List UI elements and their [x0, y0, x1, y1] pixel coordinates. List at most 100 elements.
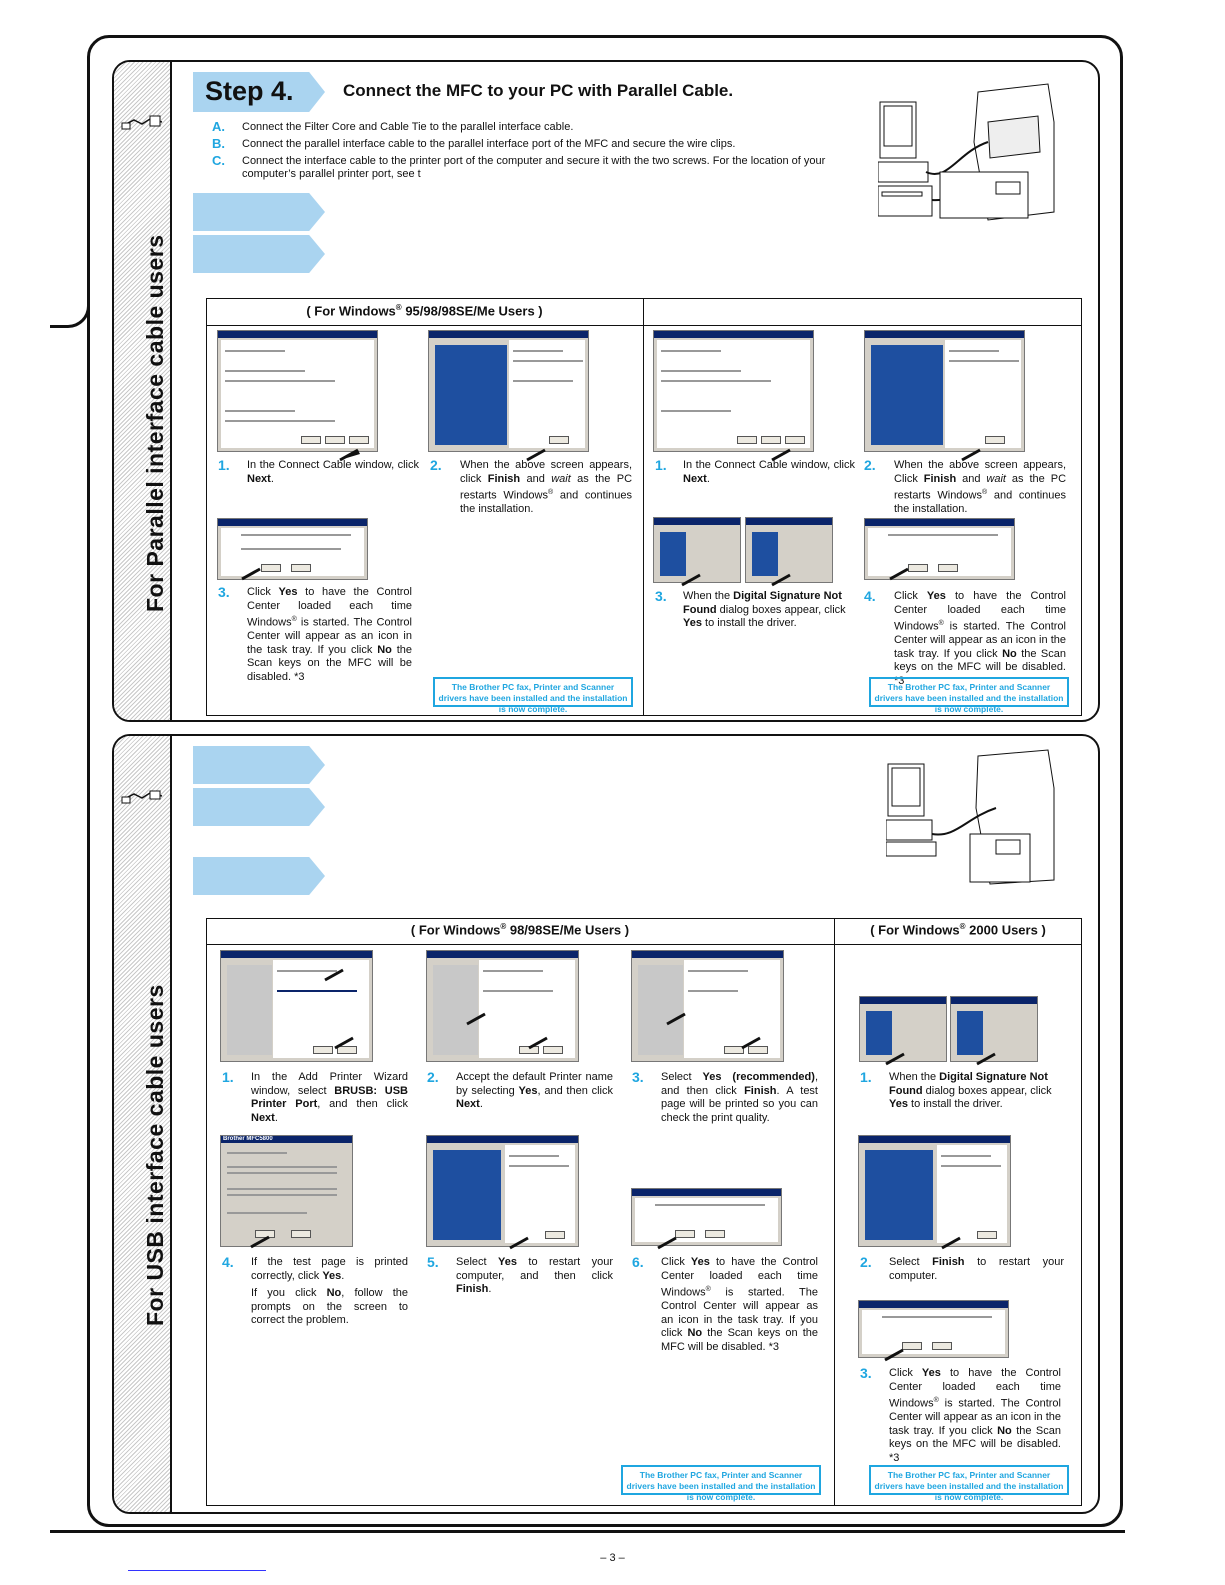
step-number: 2. [860, 1254, 872, 1270]
usb-left-step-1: In the Add Printer Wizard window, select… [251, 1071, 409, 1124]
pointer-arrow-icon [976, 1052, 996, 1066]
parallel-right-step-1: In the Connect Cable window, click Next. [683, 459, 855, 485]
step-number: 3. [218, 584, 230, 600]
pointer-arrow-icon [885, 1052, 905, 1066]
pointer-arrow-icon [241, 567, 261, 581]
test-page-dialog-screenshot: Brother MFC5800 [220, 1135, 353, 1247]
step-number: 5. [427, 1254, 439, 1270]
side-hatch-usb: For USB interface cable users [114, 736, 172, 1512]
letter-a: A. [212, 119, 225, 134]
pointer-arrow-icon [528, 1036, 548, 1050]
digital-signature-screenshot-1 [859, 996, 947, 1062]
installation-complete-screenshot [858, 1135, 1011, 1247]
installation-complete-screenshot [428, 330, 589, 452]
pointer-arrow-icon [334, 1036, 354, 1050]
mfc-usb-illustration [886, 749, 1055, 885]
usb-header-right: ( For Windows® 2000 Users ) [870, 922, 1046, 938]
pointer-arrow-icon [526, 448, 546, 462]
side-hatch-parallel: For Parallel interface cable users [114, 62, 172, 720]
pointer-arrow-icon [771, 448, 791, 462]
letter-b: B. [212, 136, 225, 151]
blue-arrow-2 [193, 235, 325, 273]
usb-right-step-1: When the Digital Signature Not Found dia… [889, 1071, 1052, 1110]
step-number: 1. [222, 1069, 234, 1085]
digital-signature-screenshot-1 [653, 517, 741, 583]
usb-left-step-2: Accept the default Printer name by selec… [456, 1071, 613, 1110]
blue-arrow-5 [193, 857, 325, 895]
parallel-right-step-2: When the above screen appears, Click Fin… [894, 459, 1067, 516]
parallel-right-step-4: Click Yes to have the Control Center loa… [894, 590, 1066, 687]
pointer-arrow-icon [941, 1236, 961, 1250]
usb-right-step-3: Click Yes to have the Control Center loa… [889, 1367, 1061, 1464]
step-number: 3. [860, 1365, 872, 1381]
letter-c: C. [212, 153, 225, 168]
parallel-left-step-2: When the above screen appears, click Fin… [460, 459, 633, 516]
pointer-arrow-icon [741, 1036, 761, 1050]
table-divider [834, 918, 835, 1506]
pointer-arrow-icon [657, 1236, 677, 1250]
step-number: 1. [218, 457, 230, 473]
installation-complete-note: The Brother PC fax, Printer and Scanner … [869, 677, 1069, 714]
instruction-b-text: Connect the parallel interface cable to … [242, 138, 736, 150]
step-number: 3. [632, 1069, 644, 1085]
pointer-arrow-icon [889, 567, 909, 581]
step-number: 6. [632, 1254, 644, 1270]
installation-complete-note: The Brother PC fax, Printer and Scanner … [621, 1465, 821, 1502]
table-header-rule [206, 944, 1082, 945]
step-number: 2. [430, 457, 442, 473]
installation-complete-note: The Brother PC fax, Printer and Scanner … [869, 1465, 1069, 1502]
bottom-rule [50, 1530, 1125, 1533]
installation-complete-screenshot [864, 330, 1025, 452]
page-number: – 3 – [600, 1552, 625, 1564]
pointer-arrow-icon [250, 1235, 270, 1249]
usb-side-title: For USB interface cable users [142, 984, 168, 1326]
parallel-header-left: ( For Windows® 95/98/98SE/Me Users ) [306, 303, 543, 319]
test-page-screenshot [631, 950, 784, 1062]
add-printer-wizard-screenshot [220, 950, 373, 1062]
parallel-cable-icon [121, 115, 163, 130]
pointer-arrow-icon [681, 573, 701, 587]
dialog-title: Brother MFC5800 [223, 1136, 273, 1142]
parallel-table [206, 298, 1082, 716]
link-underline [128, 1570, 266, 1571]
connect-cable-screenshot [653, 330, 814, 452]
usb-left-step-3: Select Yes (recommended), and then click… [661, 1071, 818, 1124]
control-center-dialog-screenshot [858, 1300, 1009, 1358]
control-center-dialog-screenshot [864, 518, 1015, 580]
parallel-right-step-3: When the Digital Signature Not Found dia… [683, 590, 846, 629]
control-center-dialog-screenshot [217, 518, 368, 580]
blue-arrow-4 [193, 788, 325, 826]
pointer-arrow-icon [666, 1012, 686, 1026]
usb-left-step-6: Click Yes to have the Control Center loa… [661, 1256, 818, 1353]
instruction-c-text: Connect the interface cable to the print… [242, 155, 826, 180]
page-frame [87, 35, 1123, 1527]
table-header-rule [206, 325, 1082, 326]
pointer-arrow-icon [339, 448, 360, 462]
step-number: 2. [427, 1069, 439, 1085]
installation-complete-note: The Brother PC fax, Printer and Scanner … [433, 677, 633, 714]
usb-table [206, 918, 1082, 1506]
blue-arrow-3 [193, 746, 325, 784]
parallel-left-step-1: In the Connect Cable window, click Next. [247, 459, 419, 485]
table-divider [643, 298, 644, 716]
instruction-a-text: Connect the Filter Core and Cable Tie to… [242, 121, 574, 133]
parallel-side-title: For Parallel interface cable users [142, 234, 168, 612]
digital-signature-screenshot-2 [745, 517, 833, 583]
step-badge: Step 4. [193, 72, 325, 112]
pointer-arrow-icon [509, 1236, 529, 1250]
step-number: 4. [864, 588, 876, 604]
step-number: 3. [655, 588, 667, 604]
step-number: 1. [655, 457, 667, 473]
digital-signature-screenshot-2 [950, 996, 1038, 1062]
blue-arrow-1 [193, 193, 325, 231]
parallel-left-step-3: Click Yes to have the Control Center loa… [247, 586, 412, 683]
pointer-arrow-icon [324, 968, 344, 982]
step-number: 1. [860, 1069, 872, 1085]
pointer-arrow-icon [771, 573, 791, 587]
usb-left-step-4: If the test page is printed correctly, c… [251, 1256, 408, 1326]
pointer-arrow-icon [466, 1012, 486, 1026]
usb-header-left: ( For Windows® 98/98SE/Me Users ) [410, 922, 630, 938]
step-label: Step 4. [205, 76, 294, 106]
connect-cable-screenshot [217, 330, 378, 452]
mfc-pc-illustration [878, 83, 1055, 221]
